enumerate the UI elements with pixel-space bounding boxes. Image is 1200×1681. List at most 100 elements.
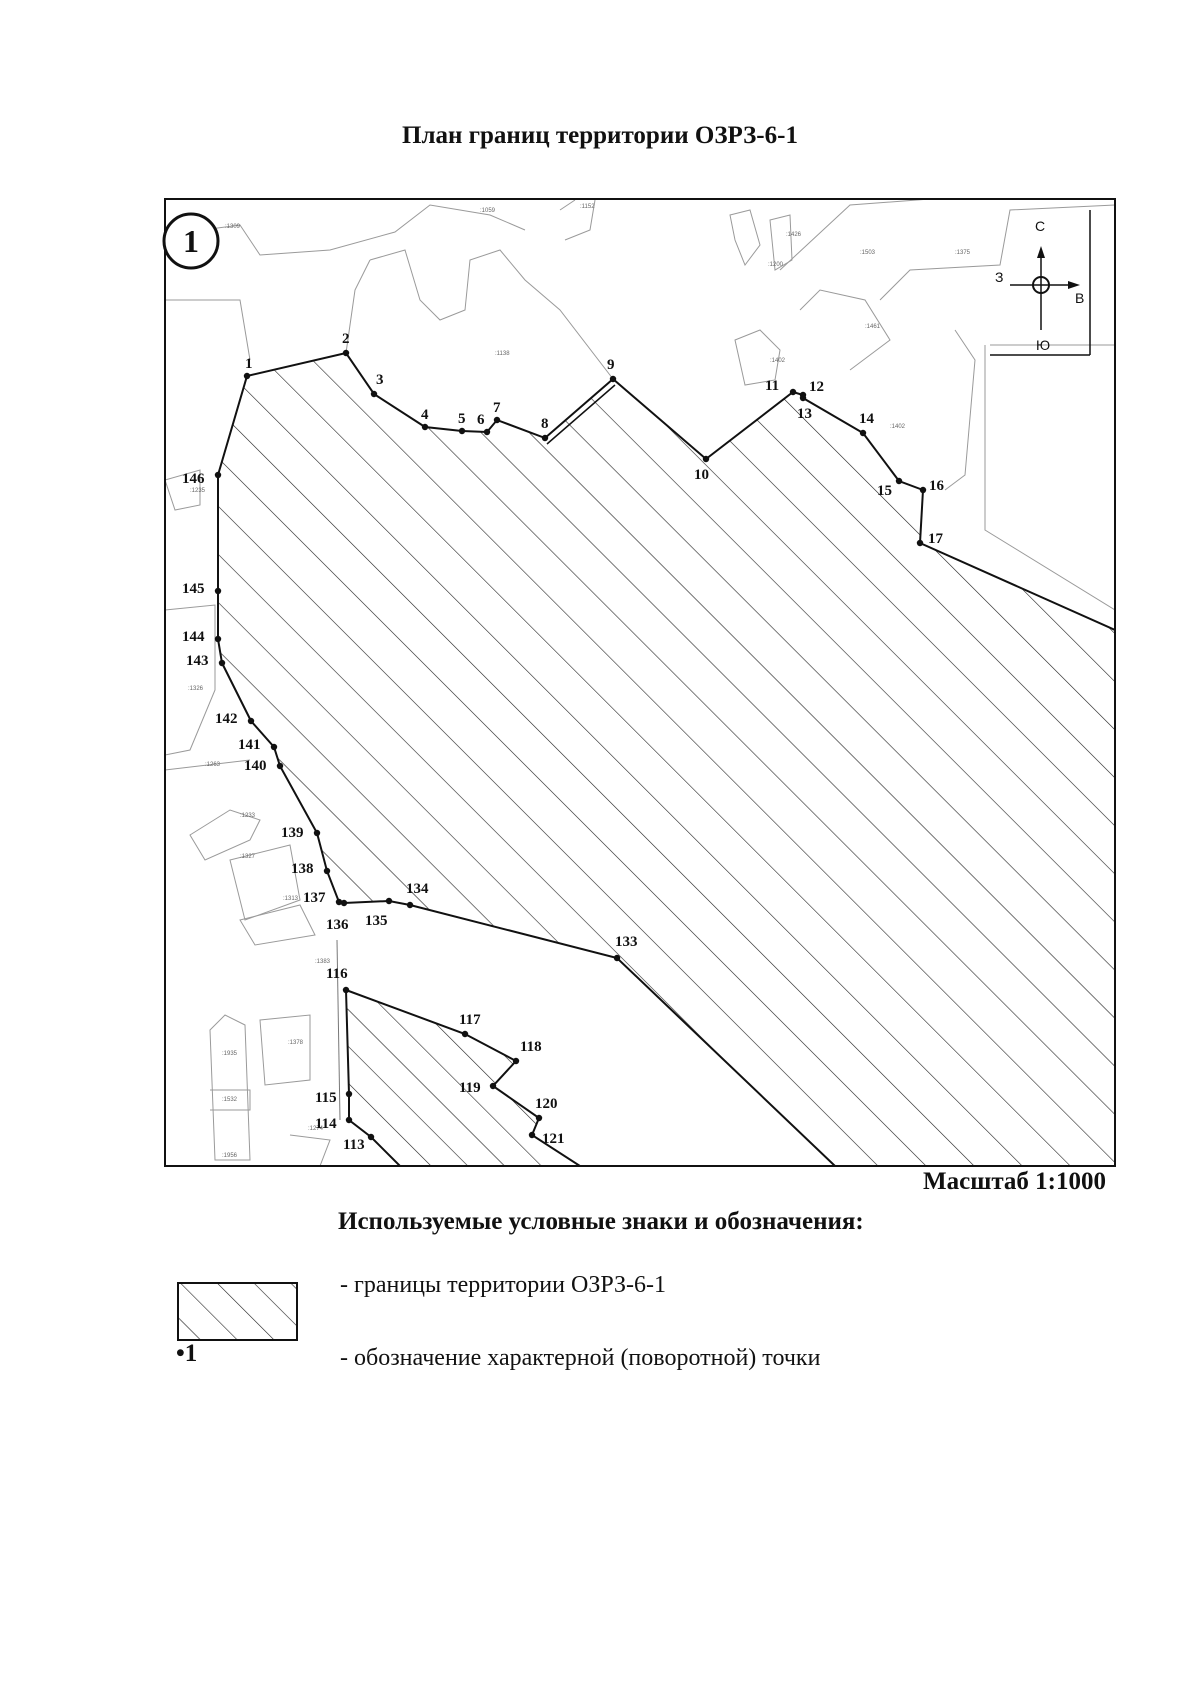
boundary-point-label: 135 (365, 913, 388, 929)
boundary-point-8 (541, 434, 549, 442)
boundary-point-13 (799, 394, 807, 402)
boundary-point-4 (421, 423, 429, 431)
boundary-point-label: 1 (245, 356, 253, 372)
svg-text::1326: :1326 (188, 686, 204, 692)
boundary-point-label: 139 (281, 825, 304, 841)
boundary-point-138 (323, 867, 331, 875)
boundary-point-5 (458, 427, 466, 435)
boundary-point-1 (243, 372, 251, 380)
boundary-point-11 (789, 388, 797, 396)
svg-text::1383: :1383 (315, 959, 331, 965)
boundary-point-114 (345, 1116, 353, 1124)
boundary-point-144 (214, 635, 222, 643)
boundary-point-137 (335, 898, 343, 906)
boundary-point-10 (702, 455, 710, 463)
boundary-point-label: 14 (859, 411, 875, 427)
svg-text::1235: :1235 (190, 488, 206, 494)
svg-text::1313: :1313 (283, 896, 299, 902)
boundary-point-14 (859, 429, 867, 437)
boundary-point-141 (270, 743, 278, 751)
svg-text::1461: :1461 (865, 324, 881, 330)
cadastral-parcels (165, 199, 1115, 1166)
boundary-point-121 (528, 1131, 536, 1139)
boundary-point-label: 146 (182, 471, 205, 487)
boundary-point-140 (276, 762, 284, 770)
boundary-point-label: 113 (343, 1137, 365, 1153)
boundary-point-135 (385, 897, 393, 905)
boundary-point-139 (313, 829, 321, 837)
boundary-point-label: 9 (607, 357, 615, 373)
boundary-point-113 (367, 1133, 375, 1141)
boundary-point-16 (919, 486, 927, 494)
boundary-point-label: 3 (376, 372, 384, 388)
boundary-point-label: 12 (809, 379, 824, 395)
boundary-point-119 (489, 1082, 497, 1090)
svg-text::1233: :1233 (240, 813, 256, 819)
sheet-number: 1 (183, 223, 199, 259)
svg-text::1426: :1426 (786, 232, 802, 238)
boundary-point-label: 138 (291, 861, 314, 877)
compass-south-label: Ю (1036, 337, 1050, 353)
svg-text::1956: :1956 (222, 1153, 238, 1159)
boundary-point-label: 137 (303, 890, 326, 906)
boundary-point-133 (613, 954, 621, 962)
boundary-point-116 (342, 986, 350, 994)
svg-text::1152: :1152 (580, 204, 595, 210)
territory-main (217, 351, 1115, 1166)
boundary-point-label: 6 (477, 412, 485, 428)
boundary-point-label: 15 (877, 483, 892, 499)
compass-north-label: С (1035, 218, 1045, 234)
legend-point-text: - обозначение характерной (поворотной) т… (340, 1345, 821, 1371)
svg-text::1059: :1059 (480, 208, 496, 214)
svg-text::1200: :1200 (768, 262, 784, 268)
boundary-point-136 (340, 899, 348, 907)
compass-icon: С Ю В З (990, 210, 1091, 356)
svg-text::1327: :1327 (240, 854, 256, 860)
boundary-point-label: 141 (238, 737, 261, 753)
legend-hatch-swatch (177, 1282, 298, 1341)
legend-title: Используемые условные знаки и обозначени… (338, 1208, 864, 1235)
boundary-point-label: 4 (421, 407, 429, 423)
boundary-point-label: 134 (406, 881, 429, 897)
svg-text::1274: :1274 (308, 1126, 324, 1132)
scale-label: Масштаб 1:1000 (923, 1168, 1106, 1195)
svg-text::1263: :1263 (205, 762, 221, 768)
boundary-point-115 (345, 1090, 353, 1098)
page-title: План границ территории ОЗРЗ-6-1 (402, 122, 798, 149)
boundary-point-146 (214, 471, 222, 479)
boundary-point-label: 16 (929, 478, 945, 494)
boundary-point-145 (214, 587, 222, 595)
boundary-point-label: 17 (928, 531, 944, 547)
boundary-point-label: 144 (182, 629, 205, 645)
svg-text::1935: :1935 (222, 1051, 238, 1057)
boundary-point-2 (342, 349, 350, 357)
legend-point-symbol: •1 (176, 1340, 198, 1367)
boundary-point-label: 7 (493, 400, 501, 416)
boundary-point-label: 136 (326, 917, 349, 933)
boundary-point-label: 2 (342, 331, 350, 347)
sheet-number-badge: 1 (162, 212, 220, 270)
map-frame (164, 198, 1116, 1167)
svg-text::1402: :1402 (770, 358, 786, 364)
boundary-point-label: 142 (215, 711, 238, 727)
boundary-point-120 (535, 1114, 543, 1122)
boundary-point-label: 8 (541, 416, 549, 432)
boundary-point-118 (512, 1057, 520, 1065)
boundary-point-3 (370, 390, 378, 398)
boundary-point-6 (483, 428, 491, 436)
boundary-point-142 (247, 717, 255, 725)
boundary-point-143 (218, 659, 226, 667)
boundary-point-15 (895, 477, 903, 485)
boundary-point-134 (406, 901, 414, 909)
boundary-point-117 (461, 1030, 469, 1038)
boundary-point-label: 13 (797, 406, 812, 422)
compass-east-label: В (1075, 290, 1084, 306)
boundary-point-9 (609, 375, 617, 383)
svg-text::1402: :1402 (890, 424, 906, 430)
boundary-point-17 (916, 539, 924, 547)
svg-text::1503: :1503 (860, 250, 876, 256)
boundary-point-label: 115 (315, 1090, 337, 1106)
cadastral-numbers: :1309 :1059 :1152 :1426 :1200 :1503 :137… (188, 204, 971, 1159)
